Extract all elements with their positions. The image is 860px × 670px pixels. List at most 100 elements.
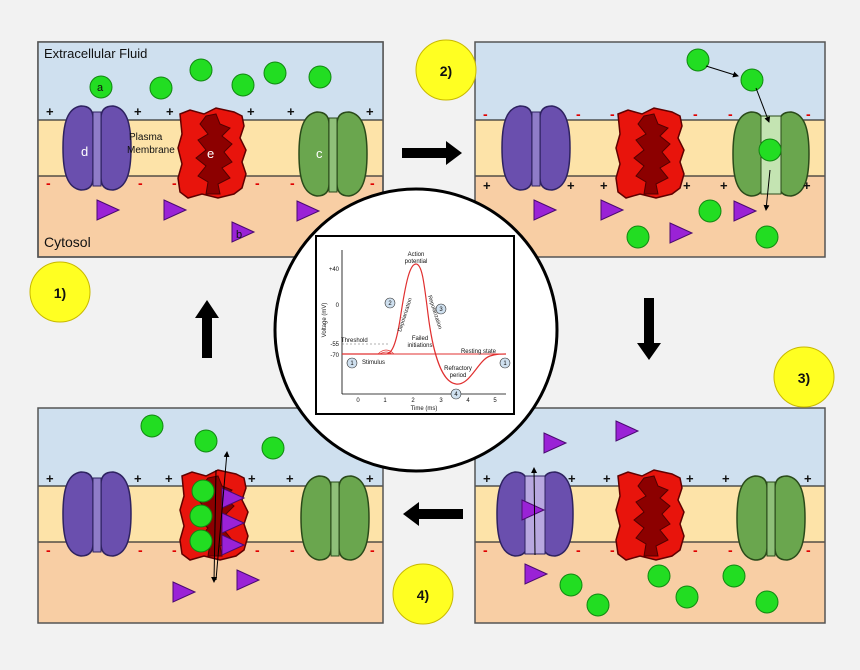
cycle-arrow-up: [195, 300, 219, 358]
graph-marker-label: 3: [439, 307, 443, 313]
potassium-ion: [669, 222, 694, 244]
sodium-ion: [308, 65, 332, 89]
step-circle-3: [773, 346, 835, 408]
charge-plus: +: [134, 471, 142, 486]
channel-c: [298, 111, 368, 197]
step-circle-1: [29, 261, 91, 323]
sodium-ion: [686, 48, 710, 72]
potassium-ion: [96, 199, 121, 221]
ytick: -70: [330, 353, 339, 359]
graph-marker: [435, 303, 447, 315]
label-c: c: [316, 146, 323, 161]
charge-plus: +: [165, 471, 173, 486]
xtick: 5: [493, 398, 497, 404]
charge-plus: +: [366, 104, 374, 119]
charge-plus: +: [567, 178, 575, 193]
potassium-ion: [533, 199, 558, 221]
membrane-label: Membrane: [127, 145, 175, 156]
action-potential-graph: [315, 235, 515, 415]
ytick: 0: [336, 303, 340, 309]
action-label-2: potential: [405, 259, 428, 265]
charge-plus: +: [803, 178, 811, 193]
potassium-ion: [231, 221, 256, 243]
charge-minus: -: [576, 106, 581, 122]
action-potential-curve: [342, 263, 507, 385]
stimulus-label: Stimulus: [362, 360, 385, 366]
charge-plus: +: [366, 471, 374, 486]
charge-minus: -: [138, 542, 143, 558]
sodium-ion: [194, 429, 218, 453]
charge-minus: -: [290, 542, 295, 558]
charge-minus: -: [370, 542, 375, 558]
charge-minus: -: [138, 175, 143, 191]
charge-plus: +: [720, 178, 728, 193]
charge-plus: +: [134, 104, 142, 119]
graph-marker: [499, 357, 511, 369]
ytick: +40: [329, 267, 340, 273]
charge-plus: +: [603, 471, 611, 486]
graph-ylabel: Voltage (mV): [322, 303, 328, 338]
charge-plus: +: [247, 104, 255, 119]
charge-plus: +: [46, 471, 54, 486]
channel-d: [62, 105, 132, 191]
potassium-ion: [221, 512, 246, 534]
action-label-1: Action: [408, 252, 425, 258]
charge-minus: -: [610, 106, 615, 122]
xtick: 1: [383, 398, 387, 404]
channel-c: [736, 475, 806, 561]
sodium-ion: [647, 564, 671, 588]
step-label-3: 3): [798, 370, 810, 386]
charge-minus: -: [806, 106, 811, 122]
channel-e: [615, 469, 685, 561]
charge-minus: -: [576, 542, 581, 558]
charge-minus: -: [693, 106, 698, 122]
flow-arrow: [215, 451, 230, 581]
charge-minus: -: [46, 542, 51, 558]
sodium-ion: [755, 590, 779, 614]
charge-minus: -: [172, 542, 177, 558]
step-label-1: 1): [54, 285, 66, 301]
cytosol-label: Cytosol: [44, 234, 91, 250]
potassium-ion: [543, 432, 568, 454]
charge-minus: -: [370, 175, 375, 191]
charge-minus: -: [172, 175, 177, 191]
sodium-ion: [755, 225, 779, 249]
cycle-arrow-right: [402, 141, 462, 165]
charge-minus: -: [728, 542, 733, 558]
sodium-ion: [140, 414, 164, 438]
sodium-ion: [189, 504, 213, 528]
potassium-ion: [221, 487, 246, 509]
sodium-ion: [263, 61, 287, 85]
sodium-ion: [675, 585, 699, 609]
charge-minus: -: [255, 175, 260, 191]
potassium-ion: [221, 534, 246, 556]
channel-d: [501, 105, 571, 191]
channel-e: [615, 107, 685, 199]
graph-marker-label: 1: [350, 361, 354, 367]
charge-minus: -: [255, 542, 260, 558]
xtick: 4: [466, 398, 470, 404]
charge-plus: +: [287, 104, 295, 119]
charge-minus: -: [483, 106, 488, 122]
graph-axes: [341, 250, 506, 395]
flow-arrow: [755, 87, 771, 123]
flow-arrow: [763, 169, 771, 211]
potassium-ion: [163, 199, 188, 221]
graph-marker-label: 1: [503, 361, 507, 367]
charge-plus: +: [600, 178, 608, 193]
potassium-ion: [296, 200, 321, 222]
charge-plus: +: [166, 104, 174, 119]
charge-plus: +: [483, 178, 491, 193]
step-label-4: 4): [417, 587, 429, 603]
flow-arrow: [211, 469, 218, 583]
step-circle-2: [415, 39, 477, 101]
potassium-ion: [524, 563, 549, 585]
cycle-arrow-left: [403, 502, 463, 526]
ytick: -55: [330, 342, 339, 348]
potassium-ion: [236, 569, 261, 591]
channel-c: [300, 475, 370, 561]
graph-marker-label: 2: [388, 301, 392, 307]
refractory-label-2: period: [450, 373, 467, 379]
sodium-ion: [758, 138, 782, 162]
